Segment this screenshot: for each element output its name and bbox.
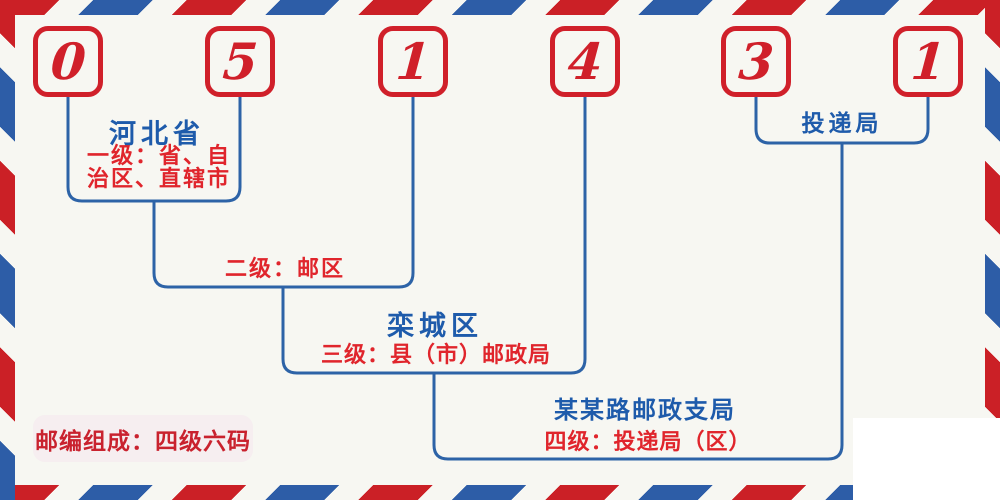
digit-1: 0	[48, 31, 88, 91]
envelope-border-bottom	[0, 485, 1000, 500]
digit-3: 1	[393, 31, 433, 91]
white-corner-patch	[853, 418, 1000, 500]
level2-description: 二级：邮区	[224, 256, 346, 281]
bracket-level4	[432, 143, 844, 461]
envelope-border-right	[985, 0, 1000, 500]
digit-2: 5	[220, 31, 260, 91]
level1-description: 一级：省、自 治区、直辖市	[87, 144, 231, 190]
digit-box-5: 3	[721, 26, 791, 97]
digit-box-2: 5	[205, 26, 275, 97]
digit-6: 1	[908, 31, 948, 91]
level3-region-name: 栾城区	[387, 311, 483, 341]
level1-description-line2: 治区、直辖市	[86, 166, 232, 191]
envelope-border-left	[0, 0, 15, 500]
digit-box-4: 4	[550, 26, 620, 97]
level4-description: 四级：投递局（区）	[544, 429, 752, 454]
level4-office-name: 某某路邮政支局	[554, 398, 736, 424]
level1-description-line1: 一级：省、自	[86, 143, 232, 168]
digit-box-6: 1	[893, 26, 963, 97]
digit-5: 3	[736, 31, 776, 91]
envelope-border-top	[0, 0, 1000, 15]
level3-description: 三级：县（市）邮政局	[320, 342, 552, 367]
badge-text: 邮编组成：四级六码	[35, 428, 251, 454]
delivery-office-label: 投递局	[801, 111, 883, 136]
level1-region-name: 河北省	[109, 119, 205, 149]
digit-box-3: 1	[378, 26, 448, 97]
digit-box-1: 0	[33, 26, 103, 97]
bracket-delivery-office	[754, 97, 930, 145]
postal-code-composition-badge: 邮编组成：四级六码	[33, 415, 253, 462]
digit-4: 4	[565, 31, 605, 91]
